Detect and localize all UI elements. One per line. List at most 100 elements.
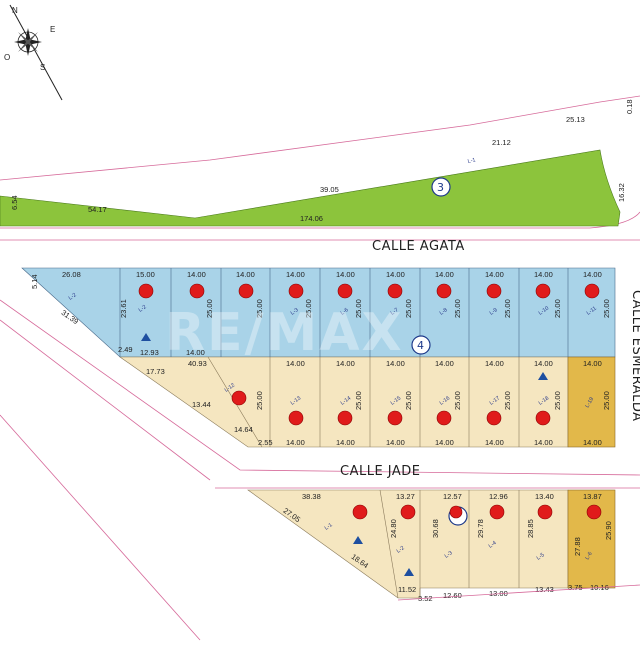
lot-label: L-7: [390, 307, 400, 316]
dim-label: 29.78: [476, 519, 485, 538]
lot-marker: [436, 283, 452, 299]
dim-label: 25.00: [255, 299, 264, 318]
dim-label: 14.00: [336, 270, 355, 279]
lot-label: L-15: [390, 395, 402, 406]
dim-label: 25.00: [602, 391, 611, 410]
dim-label: 13.27: [396, 492, 415, 501]
lot-marker: [586, 504, 602, 520]
gold-lot: [567, 356, 616, 448]
dim-label: 25.00: [205, 299, 214, 318]
lot-label: L-3: [444, 550, 454, 559]
lot-label: L-2: [396, 545, 406, 554]
dim-label: 14.00: [534, 438, 553, 447]
lot-marker: [288, 283, 304, 299]
lot-label: L-5: [536, 552, 546, 561]
dim-label: 13.40: [535, 492, 554, 501]
dim-label: 14.00: [485, 438, 504, 447]
lot-marker: [231, 390, 247, 406]
dim-label: 0.18: [625, 99, 634, 114]
dim-label: 12.96: [489, 492, 508, 501]
lot-label: L-12: [224, 382, 236, 393]
lot-marker: [337, 410, 353, 426]
lot-marker: [238, 283, 254, 299]
triangle-marker: [353, 536, 363, 544]
dim-label: 25.00: [404, 299, 413, 318]
street-label-jade: CALLE JADE: [340, 464, 421, 479]
dim-label: 23.61: [119, 299, 128, 318]
dim-label: 14.00: [583, 270, 602, 279]
lot-label: L-16: [439, 395, 451, 406]
dim-label: 12.57: [443, 492, 462, 501]
block-4-number: 4: [417, 339, 424, 352]
street-label-agata: CALLE AGATA: [372, 239, 465, 254]
compass-o: O: [4, 53, 10, 62]
dim-label: 2.49: [118, 345, 133, 354]
dim-label: 2.55: [258, 438, 273, 447]
green-area: [0, 149, 621, 227]
lot-label: L-14: [340, 395, 352, 406]
lot-marker: [387, 410, 403, 426]
lot-label: L-4: [488, 540, 498, 549]
dim-label: 14.00: [485, 270, 504, 279]
dim-label: 25.90: [604, 521, 613, 540]
lot-marker: [449, 505, 463, 519]
lot-marker: [337, 283, 353, 299]
triangle-markers: [141, 333, 548, 576]
dim-label: 11.52: [398, 585, 416, 594]
block-4: 4 26.08 15.00 14.00 14.00 14.00 14.00 14…: [21, 267, 616, 448]
block-3-number: 3: [437, 181, 444, 194]
dim-label: 14.00: [187, 270, 206, 279]
dim-label: 14.00: [286, 438, 305, 447]
dim-label: 16.32: [617, 183, 626, 202]
lot-label: L-1: [324, 522, 334, 531]
dim-label: 12.60: [443, 591, 462, 600]
lot-label: L-2: [68, 292, 78, 301]
lot-marker: [486, 410, 502, 426]
dim-label: 25.00: [503, 299, 512, 318]
dim-label: 14.00: [386, 270, 405, 279]
road-outline-south: [0, 414, 640, 641]
dim-label: 14.00: [386, 359, 405, 368]
dim-label: 40.93: [188, 359, 207, 368]
block-3: 3 L-1 6.54 54.17 39.05 174.06 21.12 25.1…: [0, 99, 634, 227]
dim-label: 5.14: [30, 274, 39, 289]
dim-label: 28.85: [526, 519, 535, 538]
triangle-marker: [538, 372, 548, 380]
lot-marker: [486, 283, 502, 299]
dim-label: 38.38: [302, 492, 321, 501]
lot-label: L-2: [138, 304, 148, 313]
dim-label: 14.00: [236, 270, 255, 279]
lot-label: L-6: [585, 551, 594, 561]
compass-s: S: [40, 63, 45, 72]
watermark: RE/MAX: [165, 303, 404, 363]
triangle-marker: [404, 568, 414, 576]
dim-label: 25.00: [553, 299, 562, 318]
dim-label: 17.73: [146, 367, 165, 376]
lot-marker: [584, 283, 600, 299]
compass-e: E: [50, 25, 55, 34]
dim-label: 21.12: [492, 138, 511, 147]
lot-label: L-13: [290, 395, 302, 406]
lot-label: L-3: [290, 307, 300, 316]
lot-label: L-11: [586, 306, 598, 317]
lot-label: L-9: [489, 307, 499, 316]
lot-label: L-18: [538, 395, 550, 406]
lot-marker: [387, 283, 403, 299]
lot-marker: [352, 504, 368, 520]
dim-label: 14.00: [286, 270, 305, 279]
dim-label: 14.00: [435, 359, 454, 368]
lot-label: L-10: [538, 305, 550, 316]
dim-label: 174.06: [300, 214, 323, 223]
dim-label: 14.00: [534, 359, 553, 368]
dim-label: 25.00: [602, 299, 611, 318]
dim-label: 54.17: [88, 205, 107, 214]
triangle-marker: [141, 333, 151, 341]
dim-label: 14.00: [534, 270, 553, 279]
dim-label: 39.05: [320, 185, 339, 194]
dim-label: 6.54: [10, 195, 19, 210]
dim-label: 26.08: [62, 270, 81, 279]
compass-n: N: [12, 6, 18, 15]
dim-label: 14.00: [485, 359, 504, 368]
dim-label: 24.80: [389, 519, 398, 538]
dim-label: 25.00: [304, 299, 313, 318]
